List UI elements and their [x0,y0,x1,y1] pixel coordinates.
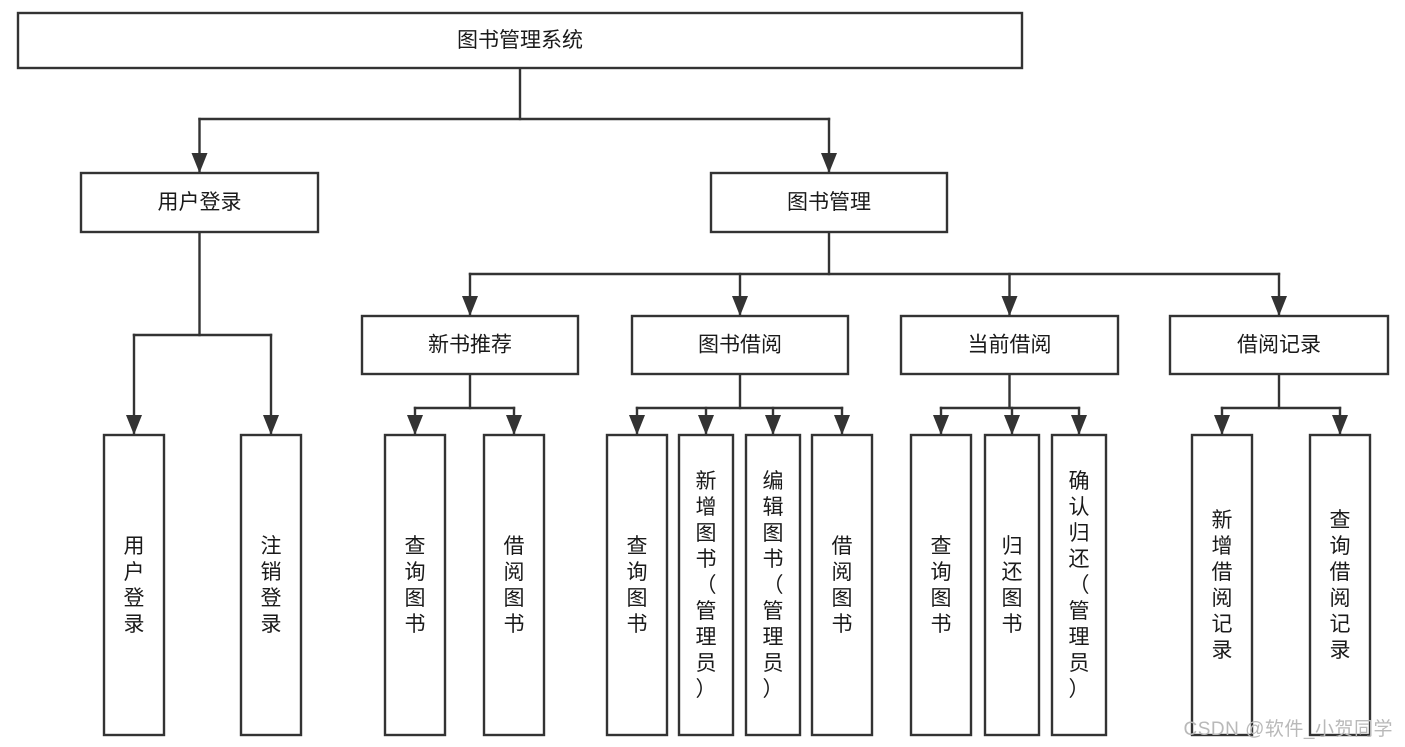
node-box-user-login [79,171,320,234]
arrow-book-borrow-to-leaf-query-book-2 [629,415,645,435]
node-leaf-borrow-book-1[interactable]: 借阅图书 [482,433,546,737]
arrow-current-borrow-to-leaf-query-book-3 [933,415,949,435]
node-current-borrow[interactable]: 当前借阅 [899,314,1120,376]
arrow-current-borrow-to-leaf-return-book [1004,415,1020,435]
node-label-current-borrow: 当前借阅 [968,334,1052,357]
node-box-leaf-borrow-book-1 [482,433,546,737]
node-leaf-query-book-2[interactable]: 查询图书 [605,433,669,737]
arrow-borrow-record-to-leaf-query-record [1332,415,1348,435]
arrow-user-login-to-leaf-user-login [126,415,142,435]
node-book-borrow[interactable]: 图书借阅 [630,314,850,376]
arrow-book-manage-to-book-borrow [732,296,748,316]
node-label-leaf-query-book-3: 查询图书 [931,535,952,636]
node-box-leaf-query-book-1 [383,433,447,737]
arrow-book-manage-to-borrow-record [1271,296,1287,316]
arrow-user-login-to-leaf-user-logout [263,415,279,435]
node-label-leaf-add-book: 新增图书（管理员） [696,470,717,701]
node-leaf-query-book-1[interactable]: 查询图书 [383,433,447,737]
node-label-borrow-record: 借阅记录 [1237,334,1321,357]
arrow-root-to-book-manage [821,153,837,173]
node-label-book-manage: 图书管理 [787,191,871,214]
arrow-current-borrow-to-leaf-confirm-return [1071,415,1087,435]
edge-layer [126,66,1348,437]
node-layer: 图书管理系统用户登录图书管理新书推荐图书借阅当前借阅借阅记录用户登录注销登录查询… [16,11,1390,737]
node-label-undefined: 图书管理系统 [457,29,583,52]
arrow-borrow-record-to-leaf-add-record [1214,415,1230,435]
node-label-leaf-query-record: 查询借阅记录 [1330,509,1351,662]
node-label-leaf-query-book-1: 查询图书 [405,535,426,636]
node-book-manage[interactable]: 图书管理 [709,171,949,234]
node-box-new-book-recommend [360,314,580,376]
arrow-book-borrow-to-leaf-add-book [698,415,714,435]
node-user-login[interactable]: 用户登录 [79,171,320,234]
node-box-leaf-edit-book [744,433,802,737]
arrow-book-manage-to-current-borrow [1001,296,1018,316]
node-label-leaf-add-record: 新增借阅记录 [1212,509,1233,662]
node-leaf-add-book[interactable]: 新增图书（管理员） [677,433,735,737]
node-box-undefined [16,11,1024,70]
node-leaf-user-logout[interactable]: 注销登录 [239,433,303,737]
node-box-book-manage [709,171,949,234]
node-leaf-query-record[interactable]: 查询借阅记录 [1308,433,1372,737]
node-label-leaf-query-book-2: 查询图书 [627,535,648,636]
node-box-borrow-record [1168,314,1390,376]
node-leaf-edit-book[interactable]: 编辑图书（管理员） [744,433,802,737]
node-box-leaf-add-book [677,433,735,737]
node-label-leaf-borrow-book-1: 借阅图书 [504,535,525,636]
node-label-leaf-user-login: 用户登录 [124,535,145,636]
node-leaf-return-book[interactable]: 归还图书 [983,433,1041,737]
node-new-book-recommend[interactable]: 新书推荐 [360,314,580,376]
arrow-book-borrow-to-leaf-edit-book [765,415,781,435]
node-box-book-borrow [630,314,850,376]
arrow-root-to-user-login [191,153,208,173]
node-label-leaf-return-book: 归还图书 [1002,535,1023,636]
node-label-leaf-confirm-return: 确认归还（管理员） [1069,470,1090,701]
arrow-book-manage-to-new-book-recommend [462,296,478,316]
node-box-leaf-query-book-3 [909,433,973,737]
node-box-leaf-return-book [983,433,1041,737]
node-leaf-confirm-return[interactable]: 确认归还（管理员） [1050,433,1108,737]
node-label-book-borrow: 图书借阅 [698,334,782,357]
node-label-leaf-user-logout: 注销登录 [261,535,282,636]
node-box-leaf-query-record [1308,433,1372,737]
arrow-new-book-recommend-to-leaf-borrow-book-1 [506,415,522,435]
node-box-leaf-borrow-book-2 [810,433,874,737]
node-leaf-borrow-book-2[interactable]: 借阅图书 [810,433,874,737]
node-label-leaf-borrow-book-2: 借阅图书 [832,535,853,636]
arrow-book-borrow-to-leaf-borrow-book-2 [834,415,850,435]
node-leaf-add-record[interactable]: 新增借阅记录 [1190,433,1254,737]
arrow-new-book-recommend-to-leaf-query-book-1 [407,415,423,435]
node-leaf-query-book-3[interactable]: 查询图书 [909,433,973,737]
node-box-leaf-user-login [102,433,166,737]
node-label-new-book-recommend: 新书推荐 [428,334,512,357]
node-box-leaf-query-book-2 [605,433,669,737]
node-box-current-borrow [899,314,1120,376]
node-box-leaf-user-logout [239,433,303,737]
node-box-leaf-confirm-return [1050,433,1108,737]
node-box-leaf-add-record [1190,433,1254,737]
node-borrow-record[interactable]: 借阅记录 [1168,314,1390,376]
node-label-user-login: 用户登录 [158,191,242,214]
node-undefined[interactable]: 图书管理系统 [16,11,1024,70]
node-leaf-user-login[interactable]: 用户登录 [102,433,166,737]
node-label-leaf-edit-book: 编辑图书（管理员） [763,470,784,701]
